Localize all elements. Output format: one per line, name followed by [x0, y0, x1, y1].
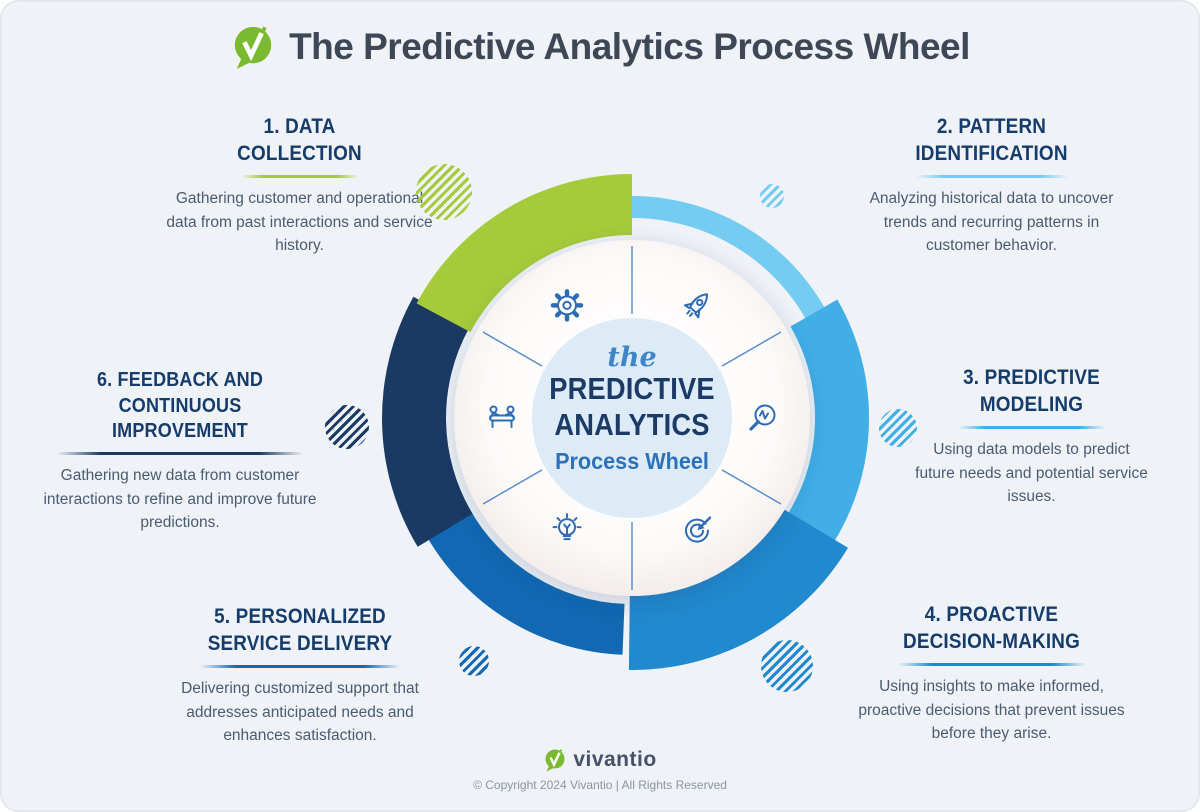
hatch-circle-green	[416, 164, 472, 220]
center-circle	[532, 318, 732, 518]
step-1-description: Gathering customer and operational data …	[166, 190, 433, 254]
step-6-description: Gathering new data from customer interac…	[43, 467, 317, 531]
step-2-underline	[915, 174, 1068, 179]
step-5-description: Delivering customized support that addre…	[181, 680, 419, 744]
page-title: The Predictive Analytics Process Wheel	[289, 26, 970, 67]
gear-icon	[550, 289, 584, 322]
footer-copyright: © Copyright 2024 Vivantio | All Rights R…	[473, 778, 727, 792]
step-3-description: Using data models to predict future need…	[915, 441, 1148, 505]
segment-data-collection	[416, 174, 632, 333]
step-2-description: Analyzing historical data to uncover tre…	[869, 190, 1114, 254]
step-4-description: Using insights to make informed, proacti…	[858, 678, 1125, 742]
wheel-segments	[382, 174, 870, 671]
hatch-circle-sky	[879, 409, 917, 447]
step-1-underline	[240, 174, 359, 179]
center-label-line3: Process Wheel	[555, 447, 709, 474]
sector-divider-lines	[482, 246, 782, 590]
rocket-icon	[683, 293, 709, 319]
footer-wordmark: vivantio	[573, 748, 657, 771]
center-label-line1: PREDICTIVE	[549, 371, 715, 406]
segment-predictive-modeling	[772, 299, 870, 571]
segment-feedback-continuous-improvement	[382, 296, 473, 547]
footer: vivantio © Copyright 2024 Vivantio | All…	[2, 748, 1198, 792]
hatch-circle-sky-small	[760, 184, 784, 208]
center-label-the: the	[607, 342, 657, 373]
hatch-circle-blue	[761, 640, 813, 692]
center-label: the PREDICTIVE ANALYTICS Process Wheel	[522, 344, 742, 475]
vivantio-logo-icon	[234, 26, 272, 70]
lightbulb-icon	[552, 513, 582, 541]
step-6-underline	[57, 451, 303, 456]
header: The Predictive Analytics Process Wheel	[2, 24, 1198, 70]
magnifier-trend-icon	[749, 404, 776, 431]
center-label-line2: ANALYTICS	[554, 406, 710, 442]
step-3-underline	[957, 425, 1106, 430]
step-5-underline	[200, 664, 400, 669]
process-wheel	[382, 174, 870, 671]
hatch-circle-darkblue-small	[459, 646, 489, 676]
segment-personalized-service-delivery	[424, 508, 625, 655]
vivantio-logo-icon-footer	[545, 749, 565, 772]
step-4-underline	[897, 662, 1086, 667]
target-arrow-icon	[685, 516, 712, 543]
customer-meeting-icon	[489, 405, 515, 428]
hatch-circle-navy	[325, 405, 369, 449]
segment-proactive-decision-making	[628, 509, 848, 671]
